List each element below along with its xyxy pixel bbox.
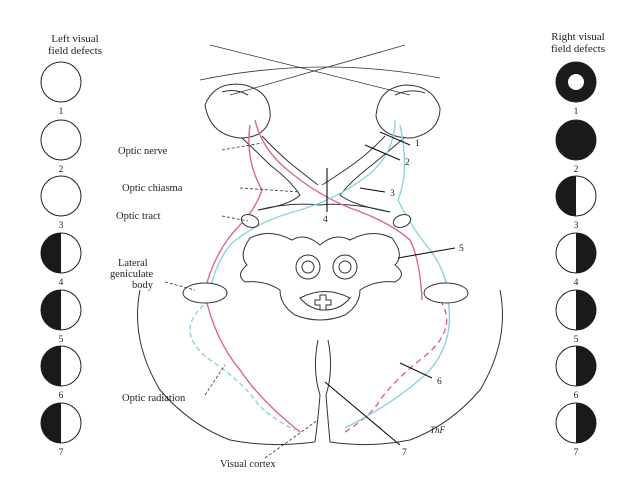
lateral-geniculate-body-left — [182, 282, 228, 304]
lesion-number-4: 4 — [323, 215, 328, 225]
label-leaders — [164, 142, 319, 459]
left-field-defect-number-3: 3 — [59, 221, 64, 231]
right-column-header-line2: field defects — [551, 43, 605, 55]
right-eye — [375, 84, 441, 139]
right-field-defect-number-3: 3 — [574, 221, 579, 231]
right-field-defect-number-4: 4 — [574, 278, 579, 288]
lesion-number-1: 1 — [415, 139, 420, 149]
left-field-defect-number-6: 6 — [59, 391, 64, 401]
left-field-defect-number-4: 4 — [59, 278, 64, 288]
right-field-defect-6: 6 — [555, 345, 597, 401]
right-field-defect-number-5: 5 — [574, 335, 579, 345]
left-field-defect-number-1: 1 — [59, 107, 64, 117]
right-field-defect-7: 7 — [555, 402, 597, 458]
lesion-number-3: 3 — [390, 189, 395, 199]
right-field-defect-4: 4 — [555, 232, 597, 288]
label-lgb-line1: Lateral — [118, 258, 148, 269]
label-optic-tract: Optic tract — [116, 211, 161, 222]
right-field-defect-number-2: 2 — [574, 165, 579, 175]
right-field-defect-number-7: 7 — [574, 448, 579, 458]
left-field-defect-number-7: 7 — [59, 448, 64, 458]
left-field-defect-column: 1 2 3 4 5 6 7 — [40, 61, 82, 458]
left-field-defect-1: 1 — [40, 61, 82, 117]
label-visual-cortex: Visual cortex — [220, 459, 276, 470]
artist-signature: ThF — [430, 425, 446, 435]
lesion-number-6: 6 — [437, 377, 442, 387]
label-optic-chiasma: Optic chiasma — [122, 183, 183, 194]
left-field-defect-7: 7 — [40, 402, 82, 458]
left-field-defect-2: 2 — [40, 119, 82, 175]
left-field-defect-number-2: 2 — [59, 165, 64, 175]
lesion-number-5: 5 — [459, 244, 464, 254]
visual-field-lines — [199, 44, 441, 96]
label-lgb-line3: body — [132, 280, 154, 291]
left-column-header-line1: Left visual — [51, 33, 98, 45]
left-eye — [204, 83, 271, 139]
left-field-defect-4: 4 — [40, 232, 82, 288]
lesion-number-2: 2 — [405, 158, 410, 168]
nasal-fibers-pink — [204, 119, 448, 433]
right-field-defect-number-6: 6 — [574, 391, 579, 401]
right-field-defect-2: 2 — [555, 119, 597, 175]
right-field-defect-number-1: 1 — [574, 107, 579, 117]
left-field-defect-3: 3 — [40, 175, 82, 231]
label-optic-radiation: Optic radiation — [122, 393, 186, 404]
left-field-defect-number-5: 5 — [59, 335, 64, 345]
left-field-defect-5: 5 — [40, 289, 82, 345]
cortex-outline — [137, 289, 503, 446]
midbrain-section — [240, 233, 402, 321]
right-field-defect-3: 3 — [555, 175, 597, 231]
optic-pathway-outline — [241, 135, 405, 213]
optic-tract-cross-section-left — [240, 214, 260, 228]
right-field-defect-5: 5 — [555, 289, 597, 345]
right-column-header-line1: Right visual — [551, 31, 604, 43]
left-column-header-line2: field defects — [48, 45, 102, 57]
right-field-defect-1: 1 — [555, 61, 597, 117]
lesion-number-7: 7 — [402, 448, 407, 458]
left-field-defect-6: 6 — [40, 345, 82, 401]
temporal-fibers-blue — [189, 119, 451, 431]
lateral-geniculate-body-right — [423, 282, 469, 304]
right-field-defect-column: 1 2 3 4 5 6 7 — [555, 61, 597, 458]
optic-tract-cross-section-right — [392, 214, 412, 228]
label-lgb-line2: geniculate — [110, 269, 153, 280]
label-optic-nerve: Optic nerve — [118, 146, 168, 157]
lesion-markers — [324, 131, 456, 446]
